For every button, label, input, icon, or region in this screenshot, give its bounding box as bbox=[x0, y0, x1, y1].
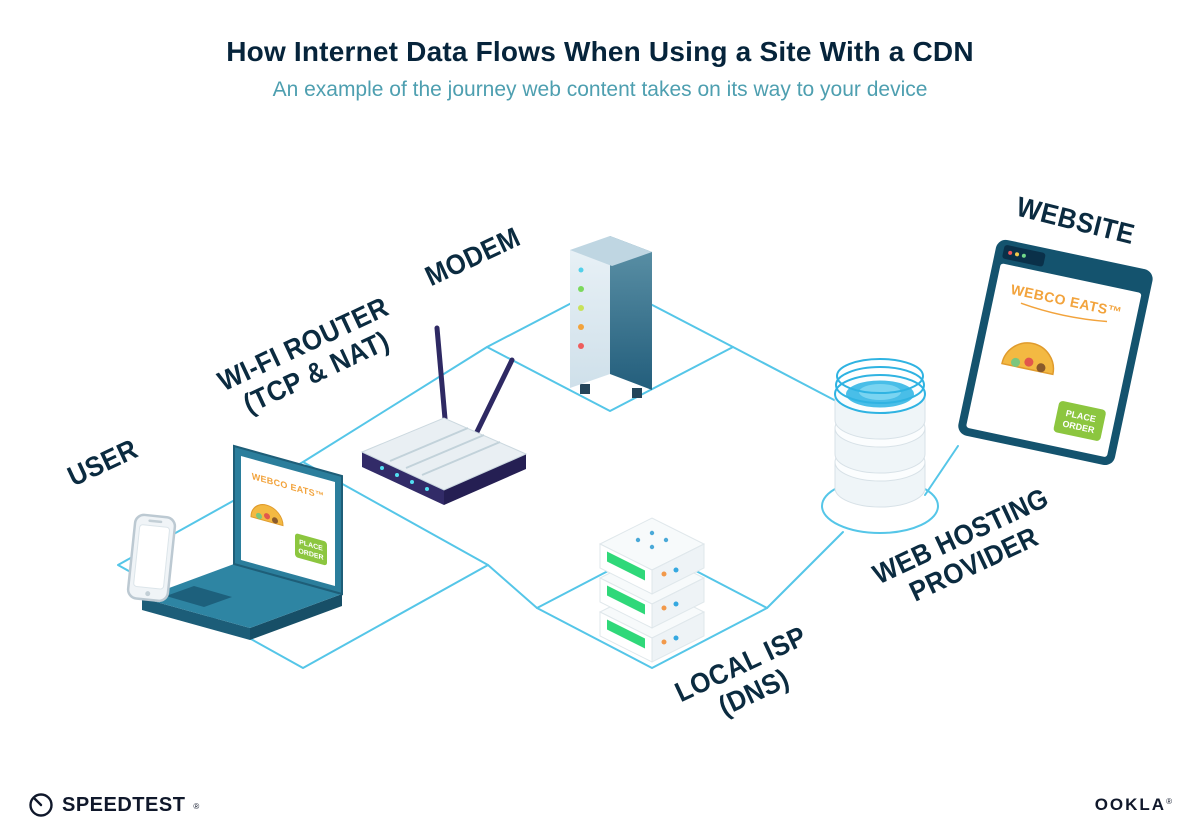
place-order-button bbox=[1053, 401, 1106, 441]
laptop-trackpad bbox=[166, 586, 232, 607]
isp-to-hosting-line bbox=[766, 531, 844, 609]
user-laptop-device: WEBCO EATS™ PLACE ORDER bbox=[142, 444, 343, 640]
user-phone-device bbox=[126, 513, 177, 603]
brand-underline bbox=[1020, 302, 1108, 323]
server-slab bbox=[598, 517, 706, 595]
page-title: How Internet Data Flows When Using a Sit… bbox=[226, 36, 974, 67]
taco-icon bbox=[250, 504, 284, 527]
taco-icon bbox=[1001, 342, 1055, 376]
modem-leds bbox=[578, 267, 584, 349]
page-subtitle: An example of the journey web content ta… bbox=[272, 78, 928, 101]
ookla-reg-mark: ® bbox=[1166, 797, 1172, 806]
browser-minimize-dot-icon bbox=[1015, 252, 1020, 257]
router-to-modem-line bbox=[302, 346, 488, 463]
isp-server-device bbox=[598, 517, 706, 663]
website-browser: WEBCO EATS™ PLACE ORDER bbox=[958, 239, 1153, 466]
hosting-to-website-line bbox=[924, 445, 959, 496]
modem-device bbox=[570, 236, 652, 398]
browser-close-dot-icon bbox=[1008, 250, 1013, 255]
hosting-database-device bbox=[834, 358, 926, 508]
user-to-isp-line bbox=[487, 564, 538, 609]
database-rings-icon bbox=[834, 358, 926, 414]
header: How Internet Data Flows When Using a Sit… bbox=[0, 36, 1200, 102]
server-top-dots bbox=[635, 530, 669, 550]
speedtest-reg-mark: ® bbox=[193, 801, 200, 811]
speedtest-gauge-icon bbox=[29, 793, 53, 817]
speedtest-logo: SPEEDTEST ® bbox=[28, 792, 199, 818]
laptop-place-order-button bbox=[295, 533, 327, 566]
router-antenna-left-icon bbox=[434, 325, 449, 433]
wifi-router-device bbox=[360, 325, 528, 505]
speedtest-wordmark: SPEEDTEST bbox=[62, 793, 186, 816]
router-grooves bbox=[389, 427, 501, 476]
ookla-logo: OOKLA ® bbox=[1095, 795, 1172, 815]
browser-maximize-dot-icon bbox=[1021, 253, 1026, 258]
footer: SPEEDTEST ® OOKLA ® bbox=[0, 792, 1200, 818]
router-antenna-right-icon bbox=[471, 357, 515, 441]
ookla-wordmark: OOKLA bbox=[1094, 795, 1167, 814]
router-leds bbox=[380, 466, 429, 491]
